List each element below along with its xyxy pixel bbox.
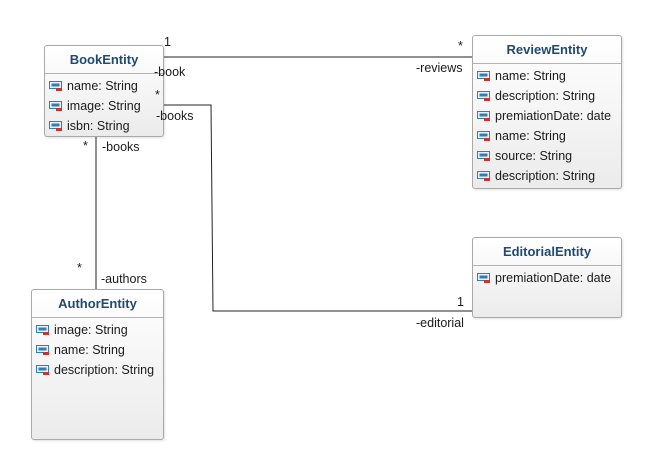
multiplicity-book-editorial-book: *: [155, 88, 160, 102]
attribute-text: isbn: String: [67, 119, 130, 133]
role-authors: -authors: [101, 272, 147, 286]
field-icon: [36, 365, 50, 375]
attribute-text: description: String: [54, 363, 155, 377]
attribute-row[interactable]: premiationDate: date: [473, 106, 621, 126]
attribute-list: name: String description: String premiat…: [473, 64, 621, 186]
attribute-row[interactable]: name: String: [473, 66, 621, 86]
field-icon: [49, 81, 63, 91]
role-editorial: -editorial: [416, 316, 464, 330]
attribute-row[interactable]: name: String: [473, 126, 621, 146]
attribute-text: name: String: [495, 69, 566, 83]
multiplicity-book-author-author: *: [77, 261, 82, 275]
multiplicity-book-review-review: *: [458, 39, 463, 53]
class-author-entity[interactable]: AuthorEntity image: String name: String …: [31, 289, 164, 440]
field-icon: [477, 111, 491, 121]
role-reviews: -reviews: [416, 61, 463, 75]
field-icon: [36, 345, 50, 355]
attribute-row[interactable]: description: String: [32, 360, 163, 380]
multiplicity-book-author-book: *: [83, 139, 88, 153]
multiplicity-book-review-book: 1: [164, 35, 171, 49]
attribute-text: description: String: [495, 169, 596, 183]
attribute-row[interactable]: isbn: String: [45, 116, 163, 136]
attribute-row[interactable]: name: String: [32, 340, 163, 360]
class-review-entity[interactable]: ReviewEntity name: String description: S…: [472, 35, 622, 189]
field-icon: [477, 273, 491, 283]
attribute-list: name: String image: String isbn: String: [45, 74, 163, 136]
attribute-text: image: String: [54, 323, 128, 337]
field-icon: [477, 131, 491, 141]
attribute-text: name: String: [54, 343, 125, 357]
attribute-row[interactable]: premiationDate: date: [473, 268, 621, 288]
attribute-row[interactable]: description: String: [473, 166, 621, 186]
field-icon: [477, 71, 491, 81]
attribute-text: image: String: [67, 99, 141, 113]
role-books-author: -books: [102, 140, 140, 154]
multiplicity-book-editorial-editorial: 1: [457, 295, 464, 309]
field-icon: [477, 171, 491, 181]
attribute-text: premiationDate: date: [495, 271, 612, 285]
class-book-entity[interactable]: BookEntity name: String image: String is…: [44, 45, 164, 137]
class-title: BookEntity: [45, 46, 163, 74]
attribute-row[interactable]: image: String: [45, 96, 163, 116]
attribute-text: premiationDate: date: [495, 109, 612, 123]
attribute-text: name: String: [67, 79, 138, 93]
attribute-row[interactable]: description: String: [473, 86, 621, 106]
field-icon: [49, 121, 63, 131]
attribute-text: source: String: [495, 149, 573, 163]
attribute-row[interactable]: source: String: [473, 146, 621, 166]
class-editorial-entity[interactable]: EditorialEntity premiationDate: date: [472, 237, 622, 318]
association-book-editorial[interactable]: [162, 104, 472, 312]
attribute-text: description: String: [495, 89, 596, 103]
attribute-row[interactable]: name: String: [45, 76, 163, 96]
attribute-list: image: String name: String description: …: [32, 318, 163, 380]
attribute-list: premiationDate: date: [473, 266, 621, 288]
field-icon: [477, 151, 491, 161]
role-book: -book: [154, 65, 186, 79]
class-title: ReviewEntity: [473, 36, 621, 64]
attribute-text: name: String: [495, 129, 566, 143]
field-icon: [36, 325, 50, 335]
role-books-editorial: -books: [156, 109, 194, 123]
field-icon: [477, 91, 491, 101]
field-icon: [49, 101, 63, 111]
class-title: AuthorEntity: [32, 290, 163, 318]
class-title: EditorialEntity: [473, 238, 621, 266]
attribute-row[interactable]: image: String: [32, 320, 163, 340]
